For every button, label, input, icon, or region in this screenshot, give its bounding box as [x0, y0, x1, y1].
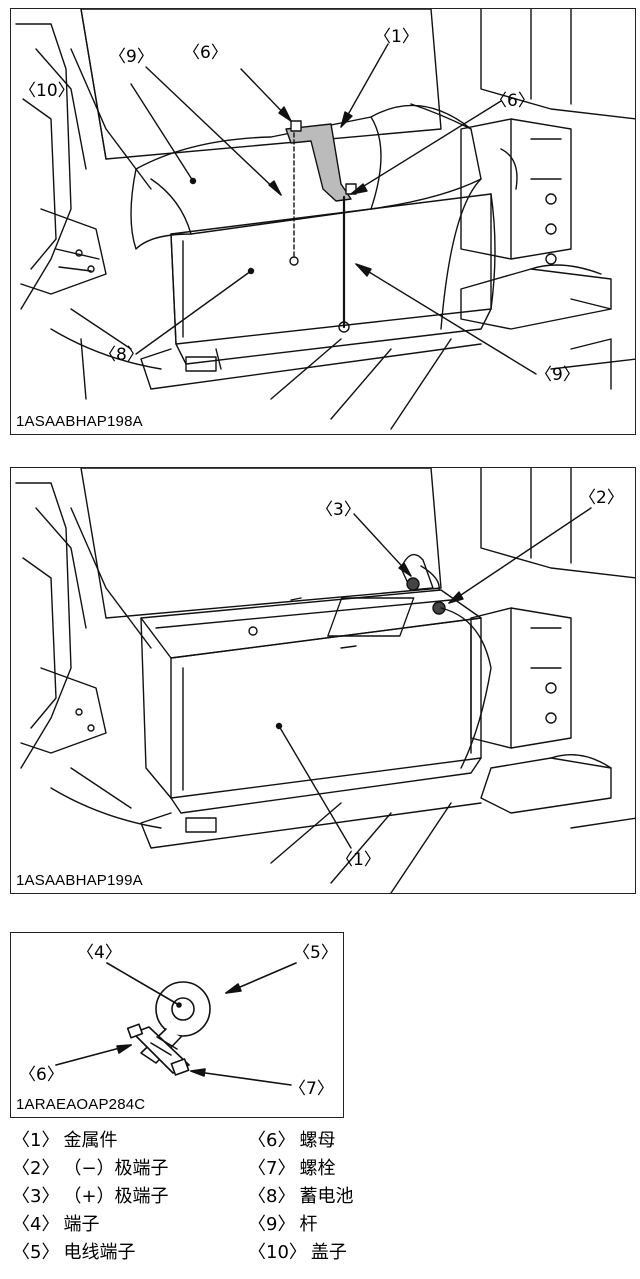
callout-6b: 〈6〉 [490, 91, 535, 111]
figure-2-code: 1ASAABHAP199A [16, 872, 143, 889]
callout-6a: 〈6〉 [183, 43, 228, 63]
callout-2: 〈2〉 [579, 488, 624, 508]
callout-6-fig3: 〈6〉 [19, 1065, 64, 1085]
callout-9b: 〈9〉 [535, 365, 580, 385]
figure-2-drawing [15, 468, 635, 893]
legend-item-3: 〈3〉（+）极端子 [12, 1186, 169, 1207]
figure-3-panel: 〈4〉 〈5〉 〈6〉 〈7〉 1ARAEAOAP284C [10, 932, 344, 1118]
legend-item-8: 〈8〉蓄电池 [248, 1186, 354, 1207]
legend-item-7: 〈7〉螺栓 [248, 1158, 336, 1179]
callout-4: 〈4〉 [77, 943, 122, 963]
figure-1-panel: 〈1〉 〈6〉 〈9〉 〈10〉 〈6〉 〈8〉 〈9〉 1ASAABHAP19… [10, 8, 636, 435]
callout-5: 〈5〉 [293, 943, 338, 963]
figure-3-code: 1ARAEAOAP284C [16, 1096, 146, 1113]
callout-8: 〈8〉 [99, 345, 144, 365]
callout-1-fig2: 〈1〉 [336, 850, 381, 870]
legend-item-6: 〈6〉螺母 [248, 1130, 336, 1151]
callout-7: 〈7〉 [289, 1079, 334, 1099]
legend-item-2: 〈2〉（−）极端子 [12, 1158, 169, 1179]
legend-item-5: 〈5〉电线端子 [12, 1242, 136, 1263]
figure-1-code: 1ASAABHAP198A [16, 413, 143, 430]
figure-1-drawing [15, 9, 635, 430]
legend-item-9: 〈9〉杆 [248, 1214, 318, 1235]
callout-9a: 〈9〉 [109, 47, 154, 67]
legend-item-4: 〈4〉端子 [12, 1214, 100, 1235]
callout-3: 〈3〉 [316, 500, 361, 520]
callout-10: 〈10〉 [19, 81, 75, 101]
legend-item-1: 〈1〉金属件 [12, 1130, 118, 1151]
figure-2-panel: 〈3〉 〈2〉 〈1〉 1ASAABHAP199A [10, 467, 636, 894]
figure-3-drawing [55, 962, 297, 1086]
callout-1: 〈1〉 [374, 27, 419, 47]
legend-item-10: 〈10〉盖子 [248, 1242, 347, 1263]
